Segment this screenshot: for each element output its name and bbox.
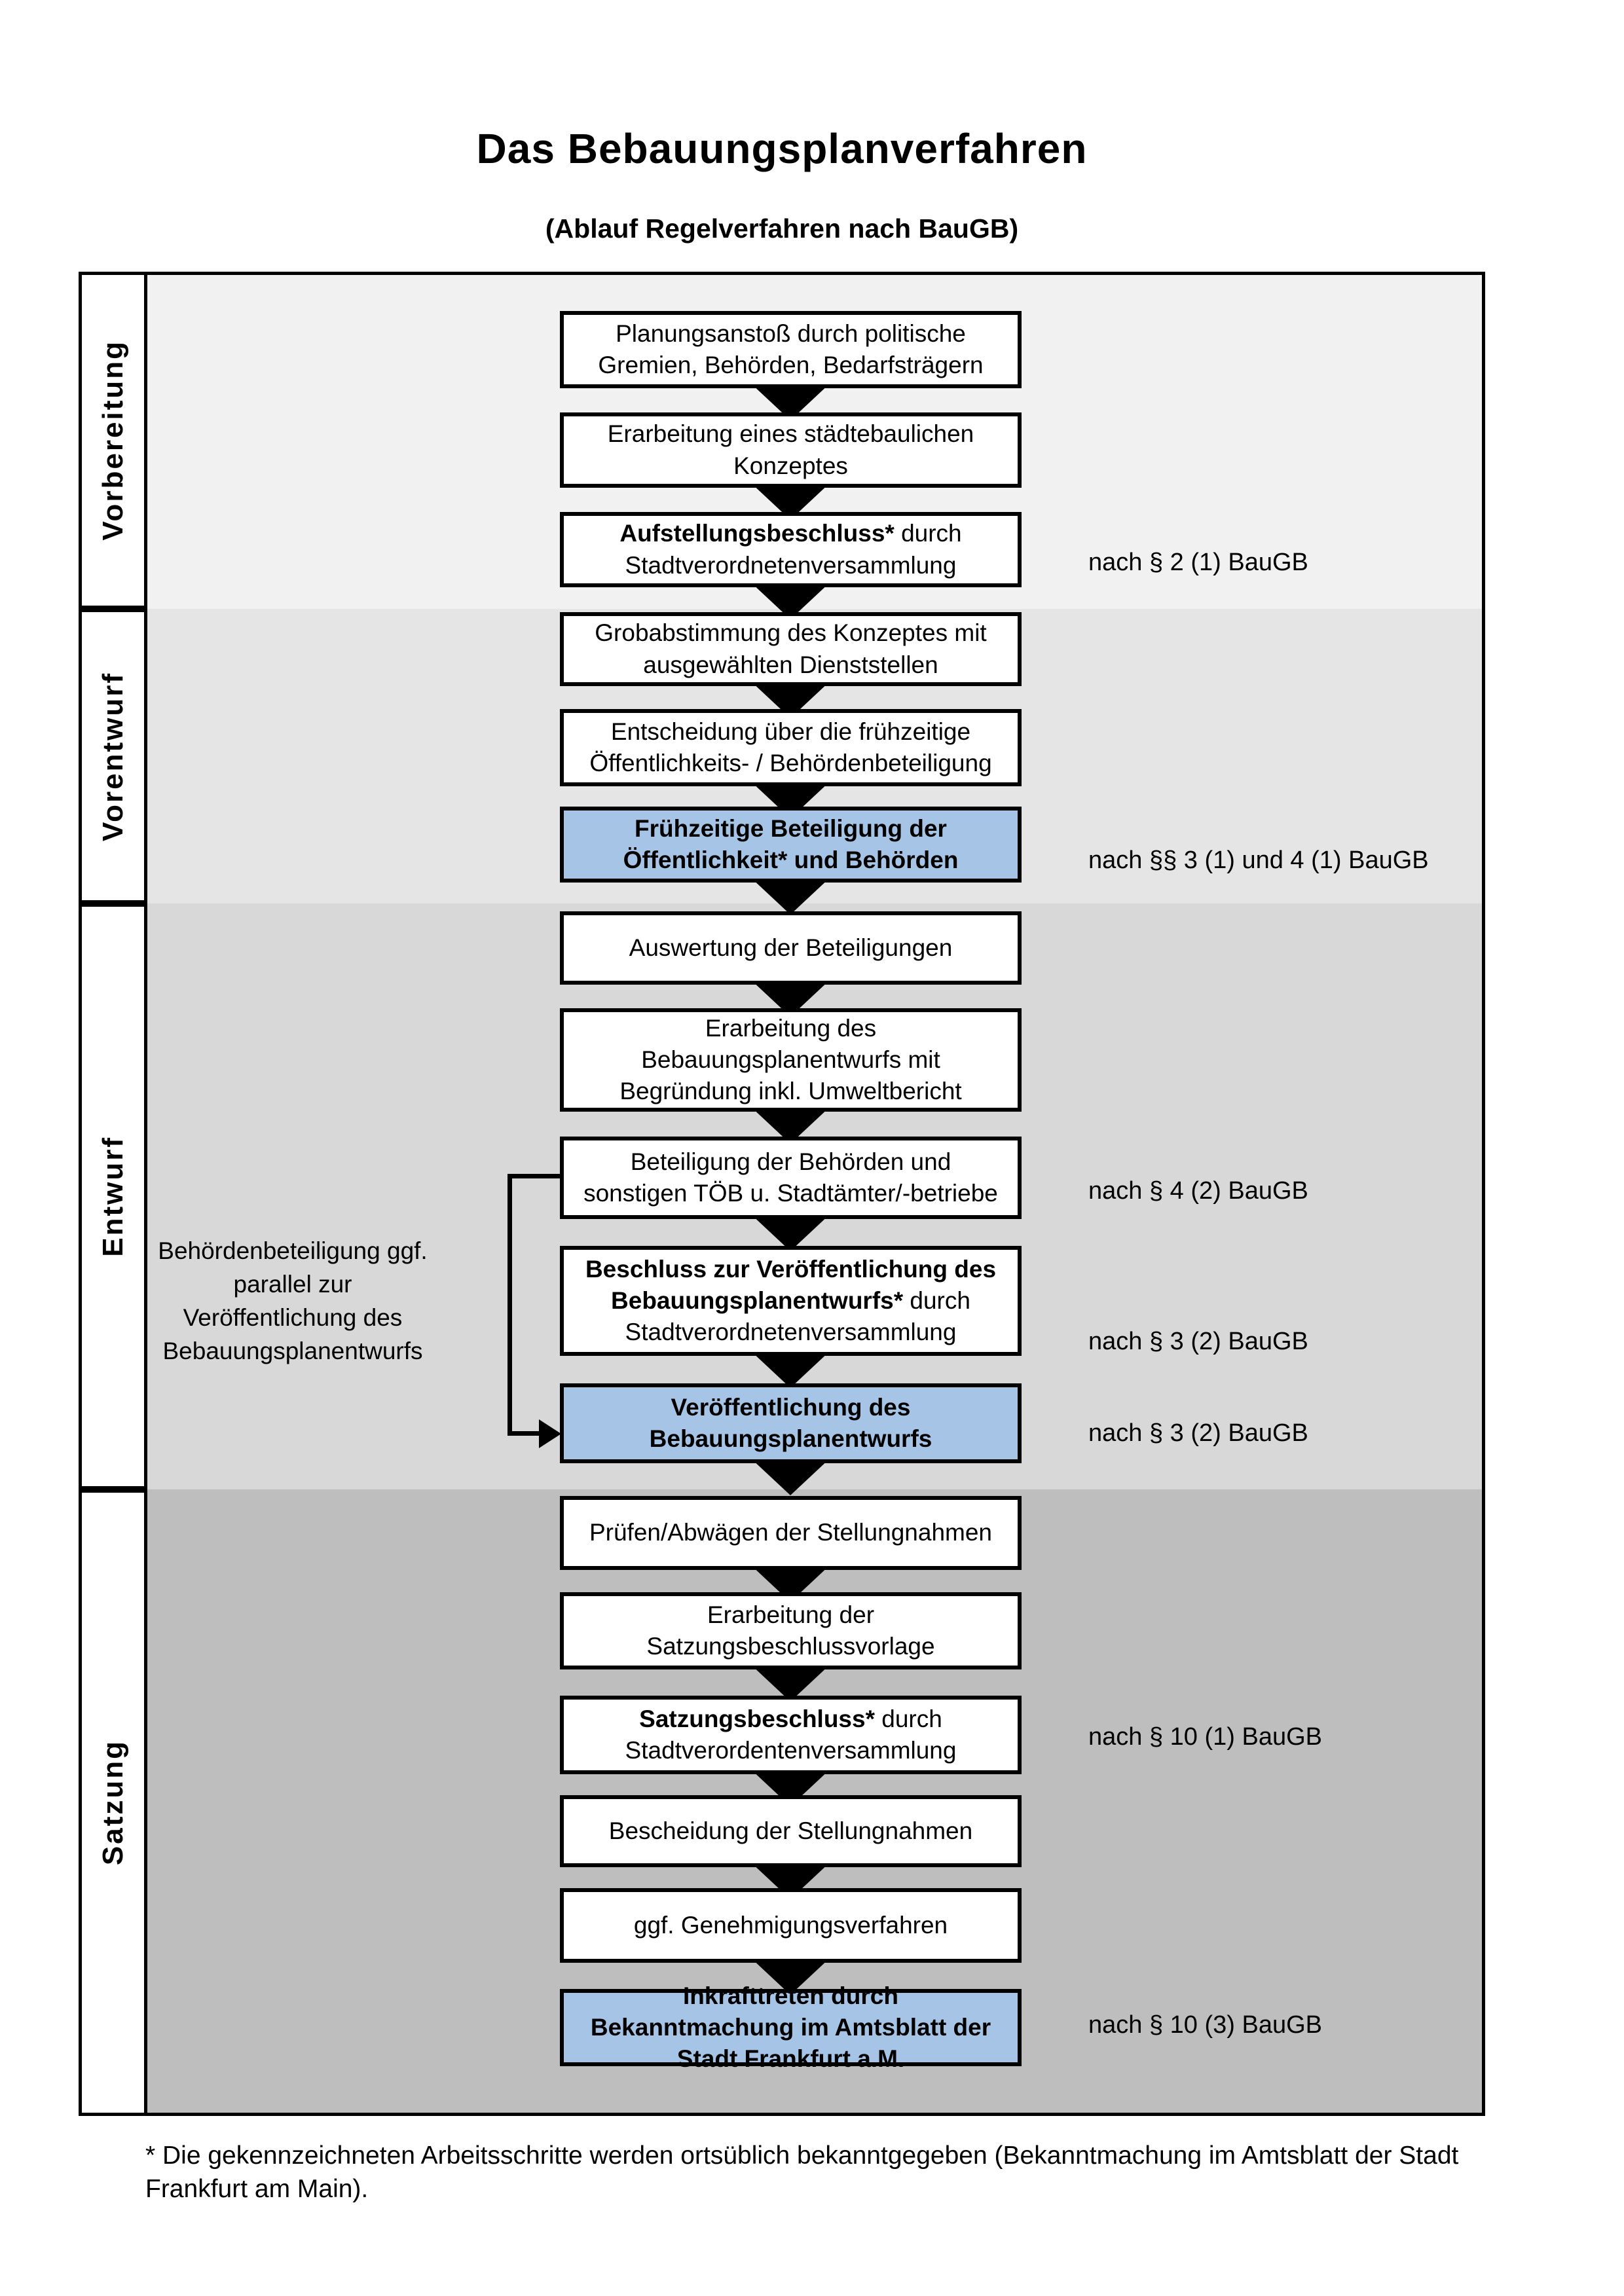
flow-box-text: Entscheidung über die frühzeitige Öffent… [589, 718, 992, 776]
law-reference: nach § 3 (2) BauGB [1088, 1328, 1308, 1355]
flow-box-aufstellungsbeschluss: Aufstellungsbeschluss* durch Stadtverord… [560, 512, 1022, 587]
flow-box-text: Veröffentlichung des Bebauungsplanentwur… [649, 1393, 932, 1452]
law-reference: nach § 10 (1) BauGB [1088, 1723, 1322, 1751]
phase-label-text: Vorentwurf [96, 671, 129, 841]
law-reference: nach § 10 (3) BauGB [1088, 2011, 1322, 2039]
law-reference: nach § 3 (2) BauGB [1088, 1419, 1308, 1447]
arrow-down-icon [750, 1214, 830, 1251]
branch-line-bottom [507, 1431, 542, 1436]
flow-box-grobabstimmung: Grobabstimmung des Konzeptes mit ausgewä… [560, 612, 1022, 686]
flow-box-inkrafttreten: Inkrafttreten durch Bekanntmachung im Am… [560, 1982, 1022, 2072]
phase-label-text: Vorbereitung [96, 340, 129, 541]
flow-box-konzept-erarbeitung: Erarbeitung eines städtebaulichen Konzep… [560, 412, 1022, 488]
flow-box-veroeffentlichung: Veröffentlichung des Bebauungsplanentwur… [560, 1383, 1022, 1463]
flow-box-satzungsbeschluss: Satzungsbeschluss* durch Stadtverordente… [560, 1696, 1022, 1774]
arrow-down-icon [750, 1664, 830, 1702]
flow-box-text: Satzungsbeschluss* durch Stadtverordente… [625, 1705, 957, 1764]
flow-box-text: Auswertung der Beteiligungen [629, 934, 953, 961]
flow-box-text: Prüfen/Abwägen der Stellungnahmen [589, 1519, 993, 1546]
arrow-down-icon [750, 1351, 830, 1388]
arrow-down-icon [750, 1958, 830, 1995]
flow-box-text: Bescheidung der Stellungnahmen [608, 1817, 973, 1844]
flow-box-text: Grobabstimmung des Konzeptes mit ausgewä… [595, 619, 987, 678]
phase-label-vorbereitung: Vorbereitung [79, 272, 147, 609]
branch-line-vertical [507, 1174, 512, 1436]
arrow-right-icon [539, 1419, 561, 1448]
flow-box-text: Aufstellungsbeschluss* durch Stadtverord… [619, 520, 962, 579]
arrow-down-icon [750, 877, 830, 915]
law-reference: nach §§ 3 (1) und 4 (1) BauGB [1088, 847, 1429, 874]
flow-box-text: Erarbeitung der Satzungsbeschlussvorlage [646, 1601, 935, 1660]
phase-label-satzung: Satzung [79, 1489, 147, 2116]
flow-box-text: Beteiligung der Behörden und sonstigen T… [583, 1148, 998, 1207]
page-subtitle: (Ablauf Regelverfahren nach BauGB) [545, 213, 1019, 244]
flow-box-text: ggf. Genehmigungsverfahren [633, 1911, 948, 1939]
footnote-line: Frankfurt am Main). [145, 2174, 369, 2203]
flow-box-veroeffentlichungsbeschluss: Beschluss zur Veröffentlichung des Bebau… [560, 1246, 1022, 1356]
phase-label-entwurf: Entwurf [79, 903, 147, 1489]
flow-box-planungsanstoss: Planungsanstoß durch politische Gremien,… [560, 311, 1022, 388]
footnote: * Die gekennzeichneten Arbeitsschritte w… [145, 2140, 1534, 2206]
branch-line-top [507, 1174, 561, 1178]
flow-box-bescheidung: Bescheidung der Stellungnahmen [560, 1795, 1022, 1867]
footnote-line: * Die gekennzeichneten Arbeitsschritte w… [145, 2141, 1459, 2170]
flow-box-fruehzeitige-beteiligung: Frühzeitige Beteiligung der Öffentlichke… [560, 807, 1022, 883]
flow-box-text: Erarbeitung des Bebauungsplanentwurfs mi… [619, 1014, 962, 1105]
flow-box-pruefen-abwaegen: Prüfen/Abwägen der Stellungnahmen [560, 1496, 1022, 1570]
flow-box-text: Beschluss zur Veröffentlichung des Bebau… [585, 1255, 997, 1346]
law-reference: nach § 2 (1) BauGB [1088, 549, 1308, 576]
flow-box-genehmigungsverfahren: ggf. Genehmigungsverfahren [560, 1888, 1022, 1963]
law-reference: nach § 4 (2) BauGB [1088, 1177, 1308, 1205]
flow-box-entscheidung-beteiligung: Entscheidung über die frühzeitige Öffent… [560, 709, 1022, 786]
phase-label-vorentwurf: Vorentwurf [79, 609, 147, 903]
flow-box-text: Inkrafttreten durch Bekanntmachung im Am… [590, 1982, 991, 2073]
page-title: Das Bebauungsplanverfahren [476, 125, 1088, 172]
parallel-annotation: Behördenbeteiligung ggf. parallel zur Ve… [158, 1237, 428, 1365]
flow-box-text: Erarbeitung eines städtebaulichen Konzep… [607, 420, 974, 479]
flow-box-satzungsvorlage: Erarbeitung der Satzungsbeschlussvorlage [560, 1592, 1022, 1669]
flow-box-behoerdenbeteiligung: Beteiligung der Behörden und sonstigen T… [560, 1137, 1022, 1219]
arrow-down-icon [750, 1458, 830, 1495]
flow-box-auswertung: Auswertung der Beteiligungen [560, 911, 1022, 985]
phase-label-text: Entwurf [96, 1136, 129, 1257]
flow-box-text: Frühzeitige Beteiligung der Öffentlichke… [623, 814, 959, 873]
flow-box-text: Planungsanstoß durch politische Gremien,… [598, 319, 984, 378]
flow-box-entwurf-erarbeitung: Erarbeitung des Bebauungsplanentwurfs mi… [560, 1008, 1022, 1112]
phase-label-text: Satzung [96, 1740, 129, 1866]
